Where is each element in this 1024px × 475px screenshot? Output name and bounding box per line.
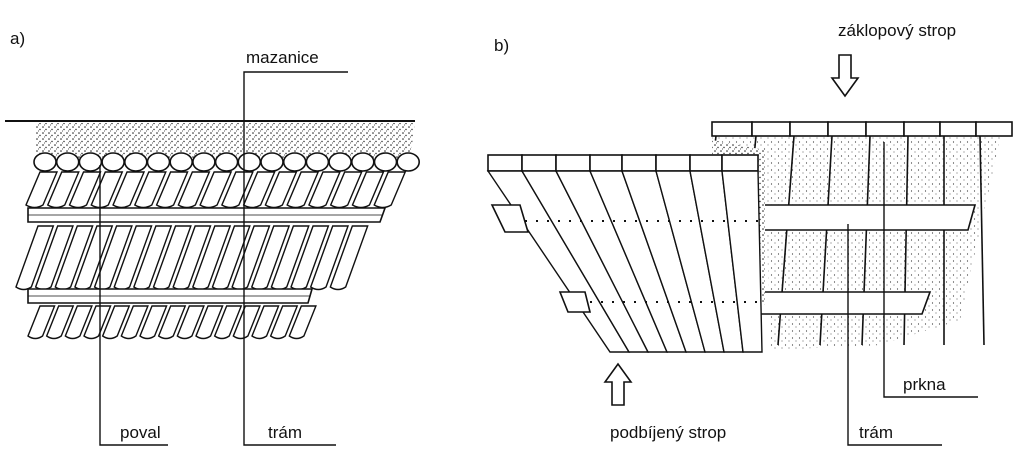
panel-a-leaders xyxy=(99,71,348,446)
plank-top xyxy=(521,154,557,172)
pole xyxy=(146,152,171,172)
log xyxy=(83,305,112,340)
log xyxy=(288,305,317,340)
podbijeny-planks xyxy=(486,154,763,353)
plank-top xyxy=(487,154,523,172)
log xyxy=(27,305,56,340)
pole xyxy=(282,152,307,172)
pole xyxy=(33,152,57,172)
label-podbijeny-strop: podbíjený strop xyxy=(610,423,727,442)
beam-stub-lower xyxy=(558,291,592,313)
arrow-up-icon xyxy=(603,362,633,406)
plank-edge xyxy=(979,135,985,346)
plank-top xyxy=(621,154,657,172)
plank-top xyxy=(655,154,691,172)
beam-back-upper xyxy=(759,204,977,231)
panel-b-arrows xyxy=(603,54,860,406)
log xyxy=(101,305,131,340)
beam-back-lower xyxy=(759,291,932,315)
log xyxy=(176,305,205,340)
plank-top xyxy=(751,121,791,137)
pole xyxy=(101,152,125,172)
log xyxy=(213,305,243,340)
pole xyxy=(192,152,216,172)
arrow-down-icon xyxy=(830,54,860,98)
pole xyxy=(78,152,103,172)
pole xyxy=(124,152,148,172)
pole xyxy=(373,152,398,172)
plank xyxy=(721,170,763,353)
plank-top xyxy=(689,154,723,172)
label-tram-a: trám xyxy=(268,423,302,442)
log xyxy=(251,305,280,340)
log xyxy=(139,305,168,340)
log-rows xyxy=(15,171,407,340)
plank-top xyxy=(827,121,867,137)
pole xyxy=(237,152,262,172)
log xyxy=(329,225,369,291)
log xyxy=(64,305,93,340)
beam-stub-upper xyxy=(490,204,530,233)
plank-top xyxy=(939,121,977,137)
log xyxy=(15,225,55,291)
mazanice-layer xyxy=(35,123,415,158)
plank-top xyxy=(721,154,759,172)
plank-top xyxy=(589,154,623,172)
pole xyxy=(350,152,375,172)
panel-b-letter: b) xyxy=(494,36,510,55)
plank-top xyxy=(903,121,941,137)
log xyxy=(195,305,224,340)
plank-top xyxy=(865,121,905,137)
log xyxy=(157,305,187,340)
log xyxy=(120,305,149,340)
label-prkna: prkna xyxy=(903,375,946,394)
panel-b-drawing xyxy=(486,121,1013,353)
label-mazanice: mazanice xyxy=(246,48,319,67)
log xyxy=(309,225,350,291)
label-zaklopovy-strop: záklopový strop xyxy=(838,21,957,40)
pole xyxy=(169,152,193,172)
pole xyxy=(214,152,239,172)
plank-top xyxy=(975,121,1013,137)
panel-a-letter: a) xyxy=(10,29,26,48)
plank-top xyxy=(555,154,591,172)
plank-top xyxy=(711,121,753,137)
label-tram-b: trám xyxy=(859,423,893,442)
panel-a-drawing xyxy=(5,120,421,340)
poval-poles xyxy=(33,152,421,172)
pole xyxy=(260,152,284,172)
plank-top xyxy=(789,121,829,137)
pole xyxy=(305,152,330,172)
pole xyxy=(55,152,80,172)
log xyxy=(232,305,261,340)
log xyxy=(45,305,75,340)
log xyxy=(269,305,299,340)
pole xyxy=(328,152,352,172)
label-poval: poval xyxy=(120,423,161,442)
pole xyxy=(396,152,421,172)
panel-b-leaders xyxy=(847,142,978,446)
